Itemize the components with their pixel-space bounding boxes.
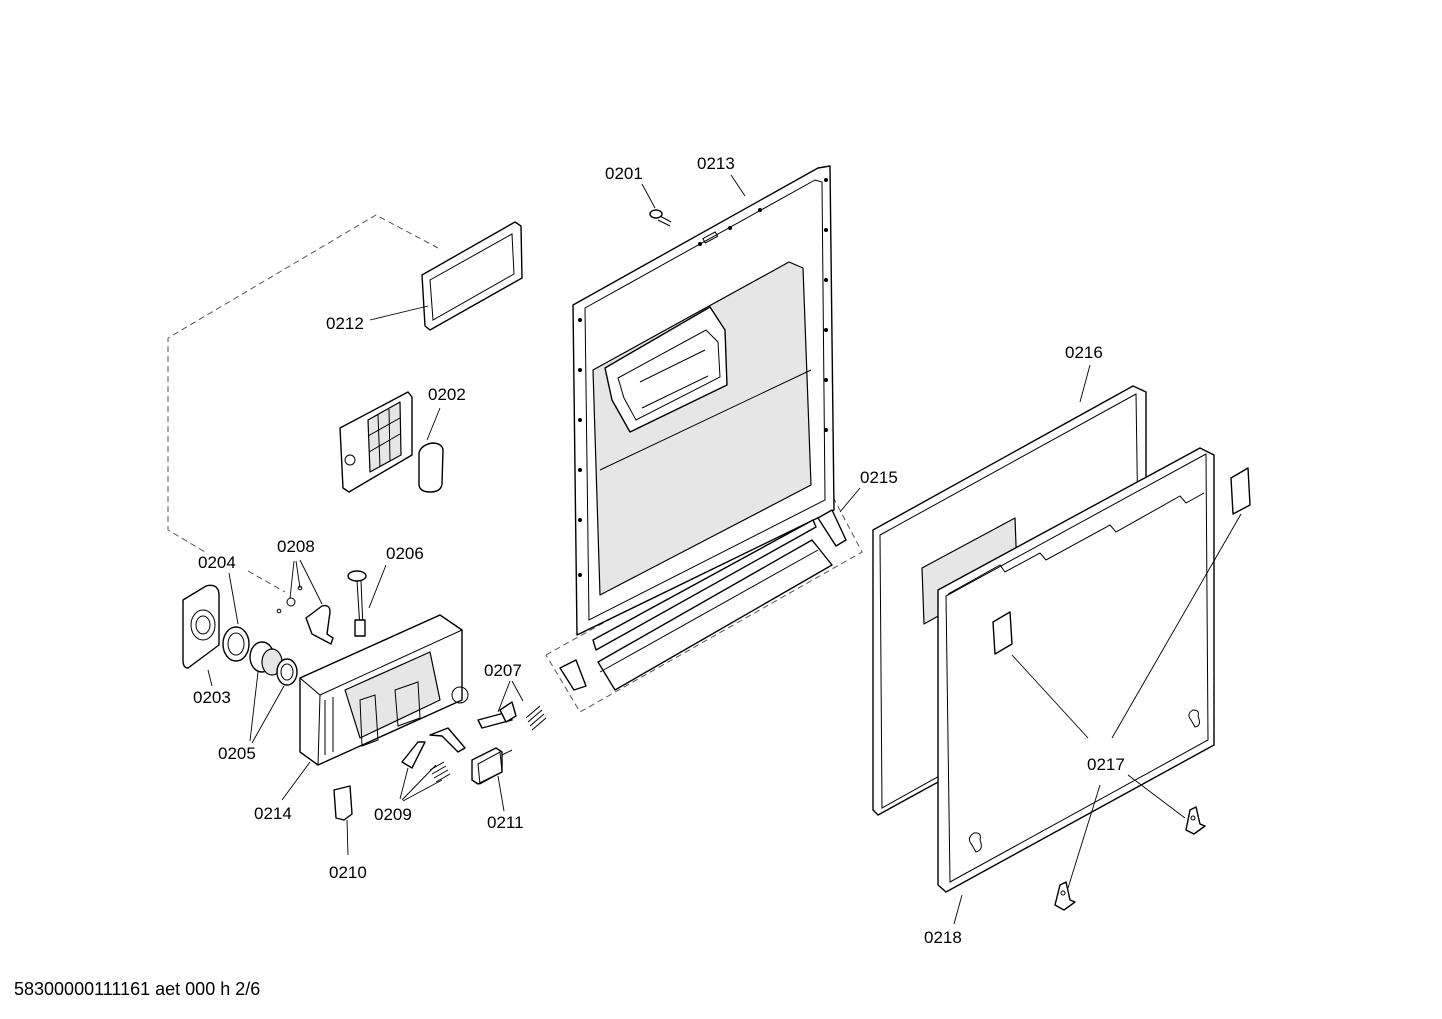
assembly-dashed-outline-hinge [545,494,863,713]
part-0208-lever [276,585,334,645]
part-0212-seal-frame [421,221,523,331]
label-0208: 0208 [277,537,315,556]
part-0207-pin-and-spring [477,701,547,731]
label-0213: 0213 [697,154,735,173]
part-0206-pin [347,570,367,637]
part-0213-inner-door [572,165,835,636]
part-0211-switch [471,747,513,785]
part-0217-bracket-right [1185,806,1206,835]
label-0216: 0216 [1065,343,1103,362]
part-0217-pad [1230,467,1251,515]
part-0204-knob-housing [182,584,220,669]
part-0217-bracket-left [1054,881,1076,911]
label-0214: 0214 [254,804,292,823]
part-0201-screw [649,209,672,227]
label-0215: 0215 [860,468,898,487]
label-0210: 0210 [329,863,367,882]
label-0209: 0209 [374,805,412,824]
label-0205: 0205 [218,744,256,763]
label-0207: 0207 [484,661,522,680]
part-0205-dispenser-knob [249,641,298,686]
label-0217: 0217 [1087,755,1125,774]
label-0201: 0201 [605,164,643,183]
part-0210-clip [333,785,353,821]
part-0218-decor-panel [937,447,1215,893]
label-0202: 0202 [428,385,466,404]
label-0206: 0206 [386,544,424,563]
part-0203-ring [222,626,250,662]
part-labels: 0201 0213 0212 0202 0216 0215 0208 0206 … [193,154,1125,947]
label-0203: 0203 [193,688,231,707]
label-0211: 0211 [487,813,524,832]
part-0209-latch-set [401,727,466,783]
part-0214-dispenser-housing [299,614,469,766]
leader-lines [207,174,1242,925]
part-0202-vent-cover [339,391,413,493]
assembly-dashed-outline-left [167,214,439,593]
label-0218: 0218 [924,928,962,947]
part-0215-hinge-strip [559,509,847,691]
drawing-reference-footer: 58300000111161 aet 000 h 2/6 [14,979,261,999]
label-0212: 0212 [326,314,364,333]
label-0204: 0204 [198,553,236,572]
part-0202-gasket [418,442,444,493]
